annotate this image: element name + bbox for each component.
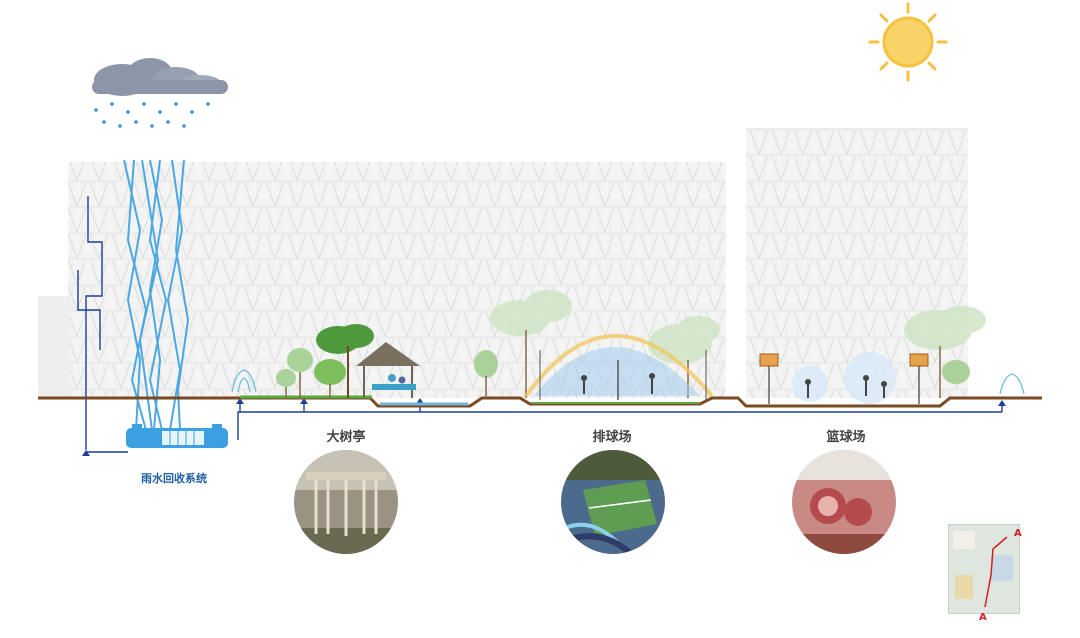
volleyball-court xyxy=(524,334,714,400)
section-marker-a-top: A xyxy=(1014,528,1022,539)
trees xyxy=(276,290,986,398)
basketball-court xyxy=(759,352,929,404)
volleyball-photo xyxy=(561,450,665,554)
volleyball-label: 排球场 xyxy=(592,430,632,445)
ground-section xyxy=(38,395,1042,408)
tree-pavilion xyxy=(356,342,420,398)
key-plan-map xyxy=(948,524,1020,614)
building-right xyxy=(746,128,968,398)
basketball-label: 篮球场 xyxy=(826,430,866,445)
pavilion-label: 大树亭 xyxy=(326,430,366,445)
fountain-icon xyxy=(231,369,1025,395)
basketball-photo xyxy=(792,450,896,554)
pavilion-photo xyxy=(294,450,398,554)
sun-icon xyxy=(868,2,948,82)
cloud-icon xyxy=(92,58,228,96)
building-low xyxy=(38,296,70,398)
rain-drops xyxy=(94,102,210,128)
rain-system-label: 雨水回收系统 xyxy=(141,472,207,485)
rain-tank-icon xyxy=(126,424,228,448)
section-marker-a-bottom: A xyxy=(979,612,987,623)
